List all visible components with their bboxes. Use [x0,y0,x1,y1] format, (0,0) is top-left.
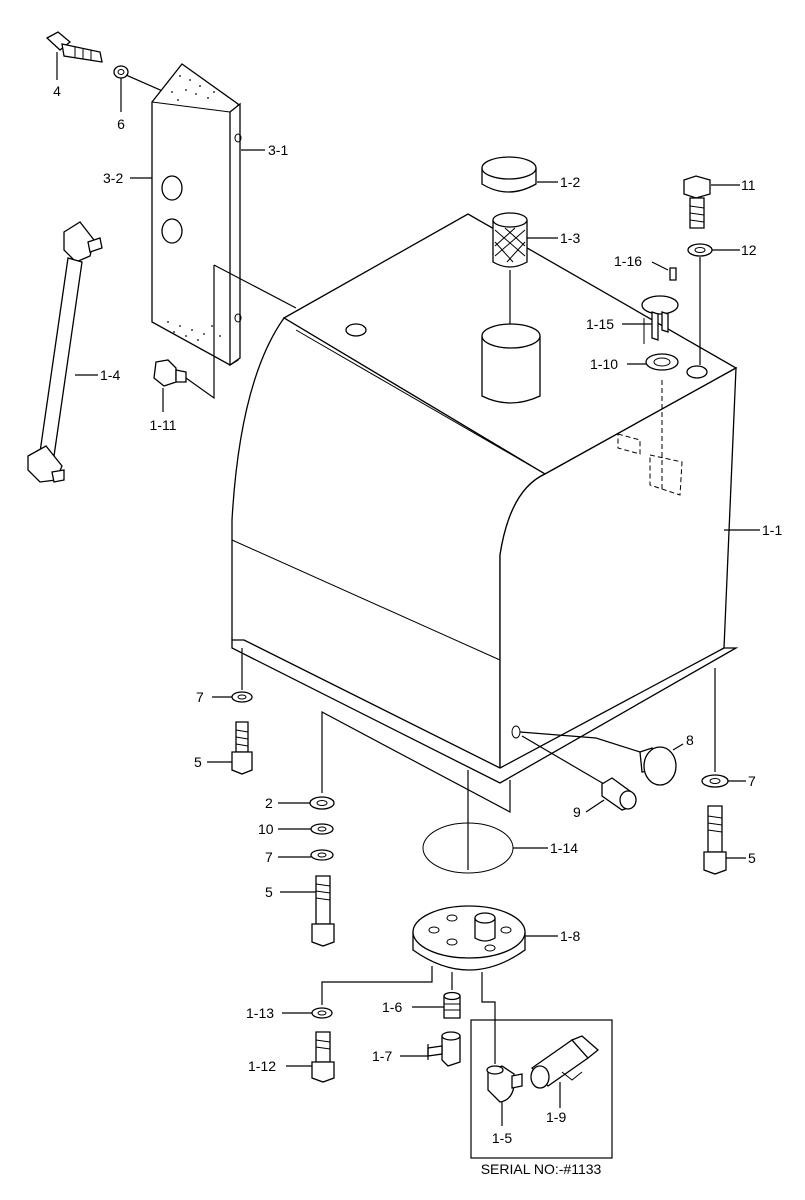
label-part-3-2: 3-2 [103,170,123,186]
label-part-1-1: 1-1 [762,522,782,538]
part-7-left-washer [212,648,253,703]
label-part-9: 9 [573,804,581,820]
part-9-fitting [521,735,637,813]
label-part-2: 2 [265,795,273,811]
label-part-7-left: 7 [196,689,204,705]
label-part-7-mid: 7 [265,849,273,865]
label-part-5-left: 5 [194,754,202,770]
label-part-5-mid: 5 [265,884,273,900]
part-2-washer [278,796,335,810]
part-1-2-cap [481,156,558,193]
label-part-1-8: 1-8 [560,928,580,944]
part-1-15-sender [622,295,679,344]
part-5-right-bolt [703,805,746,875]
label-part-1-6: 1-6 [382,999,402,1015]
label-part-5-right: 5 [748,850,756,866]
part-1-13-washer [282,1007,333,1019]
part-1-9-valve [530,1035,600,1108]
part-1-10-gasket [627,353,679,371]
label-part-1-14: 1-14 [550,840,578,856]
label-part-1-3: 1-3 [560,230,580,246]
label-part-1-10: 1-10 [590,356,618,372]
part-1-4-strap-rod [27,221,103,483]
part-3-bracket-plates [130,63,265,367]
part-11-bolt [683,175,740,229]
part-1-1-tank-body [231,213,760,784]
part-1-14-gasket [422,770,548,874]
part-1-7-drain-cock [400,1031,461,1067]
part-1-6-nipple [412,991,461,1019]
part-5-left-bolt [207,721,253,775]
part-12-washer [687,243,740,365]
label-part-1-12: 1-12 [248,1058,276,1074]
part-10-washer [278,823,334,835]
label-part-1-11: 1-11 [150,417,177,433]
label-part-8: 8 [686,732,694,748]
part-4-bolt [45,31,103,80]
label-part-7-right: 7 [748,773,756,789]
label-part-1-2: 1-2 [560,174,580,190]
label-part-11: 11 [741,177,756,193]
part-7-mid-washer [278,849,334,861]
label-part-1-5: 1-5 [492,1130,512,1146]
center-stack-guide [321,711,511,813]
serial-note: SERIAL NO:-#1133 [481,1161,602,1177]
part-8-plug [519,731,684,786]
label-part-12: 12 [741,242,757,258]
label-part-4: 4 [53,83,61,99]
label-part-10: 10 [258,821,274,837]
label-part-3-1: 3-1 [268,142,288,158]
label-part-1-16: 1-16 [614,253,642,269]
part-1-16-screw [651,261,677,281]
serial-detail-box [470,1019,613,1159]
label-part-1-13: 1-13 [246,1005,274,1021]
label-part-1-15: 1-15 [586,316,614,332]
label-part-1-7: 1-7 [372,1048,392,1064]
part-5-mid-bolt [280,875,335,947]
part-1-3-strainer [492,212,558,326]
part-7-right-washer [701,668,746,788]
part-1-11-nut [153,264,297,412]
label-part-6: 6 [117,116,125,132]
part-1-8-flange [321,905,558,1064]
part-1-5-elbow [486,1065,523,1126]
label-part-1-4: 1-4 [100,367,120,383]
part-1-12-bolt [286,1031,335,1083]
filler-neck [481,323,541,404]
label-part-1-9: 1-9 [546,1109,566,1125]
